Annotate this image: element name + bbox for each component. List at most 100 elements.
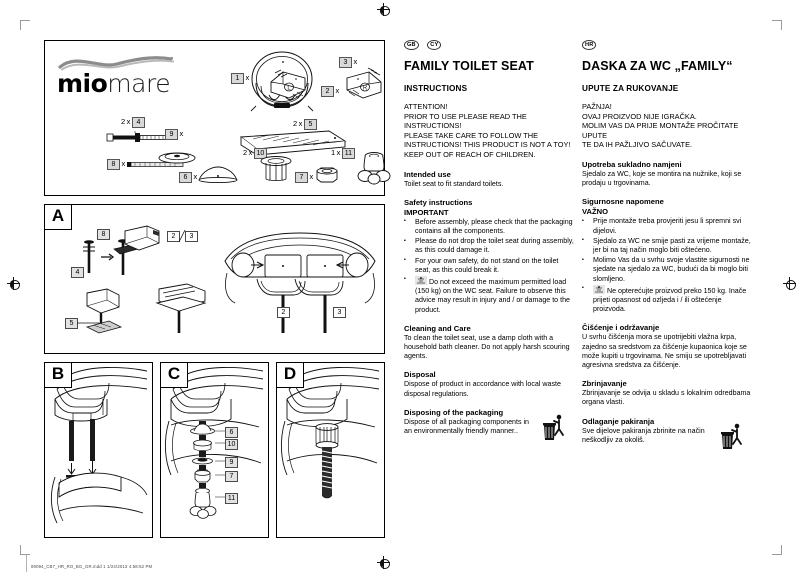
section-cleaning-en: Cleaning and Care To clean the toilet se… — [404, 324, 575, 362]
recycle-bin-icon — [543, 414, 564, 440]
trim-mark-br-h — [772, 554, 782, 555]
part-hinge-left-illustration: L — [270, 69, 306, 99]
logo-mare: mare — [107, 69, 171, 98]
heading-safety-important-en: IMPORTANT — [404, 207, 449, 217]
max-load-icon — [593, 284, 605, 294]
part-cone-washer-illustration — [198, 166, 238, 184]
step-c-callout-10: 10 — [225, 439, 238, 450]
flag-hr: HR — [582, 39, 597, 50]
step-d-illustration — [280, 367, 380, 499]
text-column-croatian: HR DASKA ZA WC „FAMILY“ UPUTE ZA RUKOVAN… — [582, 36, 753, 454]
language-flags-en: GB CY — [404, 36, 575, 50]
section-safety-en: Safety instructions IMPORTANT Before ass… — [404, 198, 575, 315]
logo-wordmark: miomare — [57, 69, 171, 98]
step-a-hinge-plate-assembly — [85, 288, 123, 334]
step-a-seat-underside — [224, 232, 376, 333]
step-a-callout-hinge-3: 3 — [333, 307, 346, 318]
safety-bullet: Molimo Vas da u svrhu svoje vlastite sig… — [582, 256, 753, 284]
step-a-callout-hinge-2: 2 — [277, 307, 290, 318]
trim-mark-bl-v — [20, 545, 21, 555]
part-hinge-right-illustration: R — [346, 67, 382, 99]
subtitle-en: INSTRUCTIONS — [404, 84, 468, 93]
step-label-b: B — [44, 362, 72, 388]
max-load-icon — [415, 275, 427, 285]
heading-intended-use-en: Intended use — [404, 169, 451, 179]
body-intended-use-en: Toilet seat to fit standard toilets. — [404, 179, 504, 188]
heading-intended-use-hr: Upotreba sukladno namjeni — [582, 159, 682, 169]
step-a-callout-4: 4 — [71, 267, 84, 278]
part-screw-small-illustration — [127, 162, 184, 167]
body-packaging-hr: Sve dijelove pakiranja zbrinite na način… — [582, 426, 705, 444]
part-spacer-bush-illustration — [260, 156, 292, 181]
heading-cleaning-en: Cleaning and Care — [404, 323, 471, 333]
heading-cleaning-hr: Čišćenje i održavanje — [582, 323, 660, 333]
safety-bullet-with-load-icon: Do not exceed the maximum permitted load… — [404, 275, 575, 315]
step-a-hinge-bolt — [155, 283, 207, 333]
language-flags-hr: HR — [582, 36, 753, 50]
footer-divider — [26, 555, 27, 572]
step-label-d: D — [276, 362, 304, 388]
step-c-callout-7: 7 — [225, 471, 238, 482]
safety-bullet: Please do not drop the toilet seat durin… — [404, 237, 575, 255]
step-b-illustration — [50, 367, 148, 524]
flag-gb: GB — [404, 39, 419, 50]
part-toilet-seat-illustration — [250, 51, 314, 112]
safety-bullets-en: Before assembly, please check that the p… — [404, 217, 575, 315]
attention-text-en: ATTENTION! PRIOR TO USE PLEASE READ THE … — [404, 102, 571, 159]
step-c-illustration — [164, 367, 264, 519]
logo-mio: mio — [57, 69, 108, 98]
body-disposal-en: Dispose of product in accordance with lo… — [404, 380, 561, 398]
svg-text:R: R — [363, 86, 368, 92]
registration-mark-left — [7, 277, 20, 290]
trim-mark-tr-v — [781, 20, 782, 30]
safety-bullet: For your own safety, do not stand on the… — [404, 256, 575, 275]
step-label-c: C — [160, 362, 188, 388]
section-disposal-en: Disposal Dispose of product in accordanc… — [404, 370, 575, 398]
trim-mark-bl-h — [20, 554, 30, 555]
heading-safety-hr: Sigurnosne napomene — [582, 197, 664, 207]
step-c-callout-9: 9 — [225, 457, 238, 468]
heading-safety-important-hr: VAŽNO — [582, 207, 609, 217]
trim-mark-tl-v — [20, 20, 21, 30]
step-a-callout-3: 3 — [185, 231, 198, 242]
svg-text:L: L — [287, 86, 291, 92]
section-packaging-hr: Odlaganje pakiranja Sve dijelove pakiran… — [582, 416, 753, 449]
brand-logo: miomare — [57, 55, 177, 101]
trim-mark-br-v — [781, 545, 782, 555]
body-cleaning-hr: U svrhu čišćenja mora se upotrijebiti vl… — [582, 333, 747, 370]
heading-packaging-en: Disposing of the packaging — [404, 407, 504, 417]
body-packaging-en: Dispose of all packaging components in a… — [404, 417, 530, 436]
section-disposal-hr: Zbrinjavanje Zbrinjavanje se odvija u sk… — [582, 379, 753, 407]
heading-packaging-hr: Odlaganje pakiranja — [582, 416, 655, 426]
heading-safety-en: Safety instructions — [404, 197, 473, 207]
subtitle-hr: UPUTE ZA RUKOVANJE — [582, 84, 679, 93]
safety-bullet-text: Ne opterećujte proizvod preko 150 kg. In… — [593, 286, 747, 314]
step-a-hinge-illustration — [124, 225, 160, 251]
step-a-callout-5: 5 — [65, 318, 78, 329]
step-a-callout-2: 2 — [167, 231, 180, 242]
registration-mark-bottom — [377, 556, 390, 569]
section-safety-hr: Sigurnosne napomene VAŽNO Prije montaže … — [582, 197, 753, 314]
assembly-step-panel-d: D — [276, 362, 385, 538]
part-wing-nut-illustration — [357, 152, 391, 185]
safety-bullet-with-load-icon: Ne opterećujte proizvod preko 150 kg. In… — [582, 284, 753, 315]
body-intended-use-hr: Sjedalo za WC, koje se montira na nužnik… — [582, 169, 742, 188]
body-disposal-hr: Zbrinjavanje se odvija u skladu s lokaln… — [582, 389, 751, 407]
safety-bullet: Prije montaže treba provjeriti jesu li s… — [582, 217, 753, 235]
step-a-callout-8: 8 — [97, 229, 110, 240]
body-cleaning-en: To clean the toilet seat, use a damp clo… — [404, 333, 570, 361]
attention-text-hr: PAŽNJA! OVAJ PROIZVOD NIJE IGRAČKA. MOLI… — [582, 102, 739, 150]
part-plate-illustration — [239, 130, 347, 156]
part-flat-washer-illustration — [158, 152, 196, 164]
